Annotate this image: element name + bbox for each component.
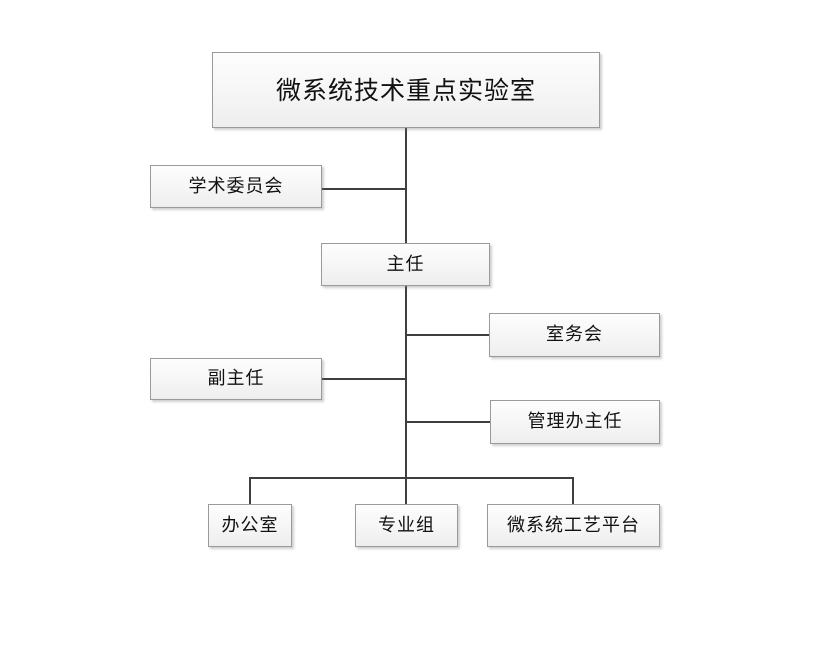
node-microsystem-process-platform[interactable]: 微系统工艺平台 (487, 504, 660, 547)
node-label-management-office-head: 管理办主任 (527, 411, 623, 432)
node-director[interactable]: 主任 (321, 243, 490, 286)
connector-drop-platform (572, 477, 574, 505)
connector-director-trunk (405, 286, 407, 478)
node-deputy-director[interactable]: 副主任 (150, 358, 322, 400)
connector-drop-office (249, 477, 251, 505)
node-label-lab-root: 微系统技术重点实验室 (275, 75, 536, 105)
connector-academic-committee (322, 188, 406, 190)
node-label-professional-group: 专业组 (378, 514, 435, 536)
node-academic-committee[interactable]: 学术委员会 (150, 165, 322, 208)
node-label-microsystem-process-platform: 微系统工艺平台 (507, 514, 640, 536)
node-office[interactable]: 办公室 (208, 504, 292, 547)
node-label-director: 主任 (386, 253, 425, 275)
connector-drop-professional-group (405, 477, 407, 505)
node-lab-root[interactable]: 微系统技术重点实验室 (212, 52, 600, 128)
connector-management-office-head (405, 421, 491, 423)
node-label-office: 办公室 (221, 514, 279, 536)
connector-office-affairs (405, 334, 490, 336)
node-label-academic-committee: 学术委员会 (188, 175, 284, 197)
node-professional-group[interactable]: 专业组 (355, 504, 458, 547)
node-label-deputy-director: 副主任 (207, 368, 265, 389)
node-management-office-head[interactable]: 管理办主任 (490, 400, 660, 444)
node-label-office-affairs-committee: 室务会 (546, 324, 603, 345)
connector-root-to-director (405, 128, 407, 243)
connector-bottom-distribution-bar (249, 477, 573, 479)
connector-deputy-director (322, 378, 406, 380)
node-office-affairs-committee[interactable]: 室务会 (489, 313, 660, 357)
